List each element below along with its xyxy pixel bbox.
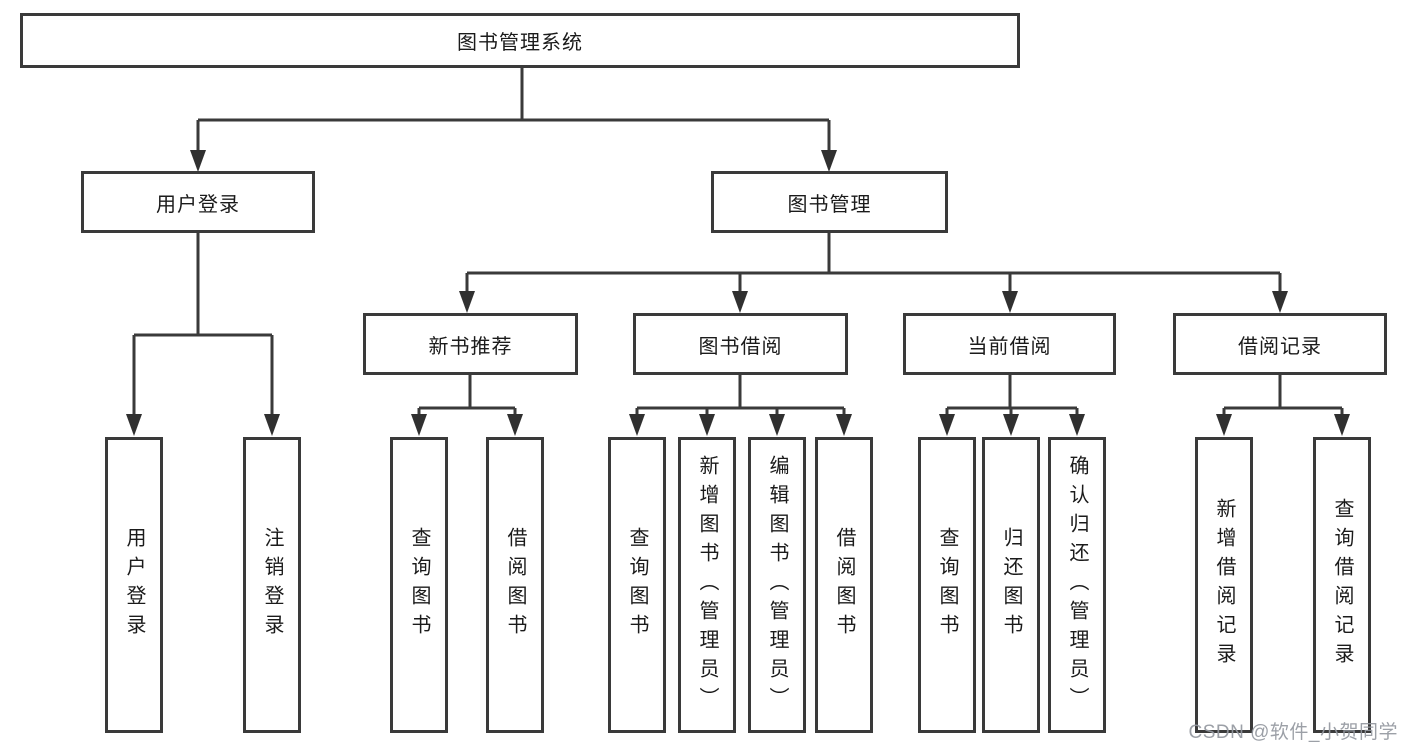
leaf-borrow-books-recommend: 借阅图书 — [486, 437, 544, 733]
leaf-query-books-current: 查询图书 — [918, 437, 976, 733]
leaf-edit-book-admin: 编辑图书（管理员） — [748, 437, 806, 733]
leaf-query-books-borrow: 查询图书 — [608, 437, 666, 733]
node-book-borrow: 图书借阅 — [633, 313, 848, 375]
node-book-management: 图书管理 — [711, 171, 948, 233]
node-user-login: 用户登录 — [81, 171, 315, 233]
node-new-book-recommend: 新书推荐 — [363, 313, 578, 375]
leaf-borrow-books: 借阅图书 — [815, 437, 873, 733]
leaf-user-login: 用户登录 — [105, 437, 163, 733]
leaf-logout: 注销登录 — [243, 437, 301, 733]
leaf-query-books-recommend: 查询图书 — [390, 437, 448, 733]
leaf-return-book: 归还图书 — [982, 437, 1040, 733]
node-current-borrow: 当前借阅 — [903, 313, 1116, 375]
connector-paths — [132, 68, 1344, 415]
leaf-add-book-admin: 新增图书（管理员） — [678, 437, 736, 733]
leaf-confirm-return-admin: 确认归还（管理员） — [1048, 437, 1106, 733]
leaf-query-borrow-record: 查询借阅记录 — [1313, 437, 1371, 733]
leaf-add-borrow-record: 新增借阅记录 — [1195, 437, 1253, 733]
arrow-heads — [126, 150, 1350, 436]
node-library-system: 图书管理系统 — [20, 13, 1020, 68]
watermark: CSDN @软件_小贺同学 — [1188, 722, 1398, 743]
node-borrow-records: 借阅记录 — [1173, 313, 1387, 375]
